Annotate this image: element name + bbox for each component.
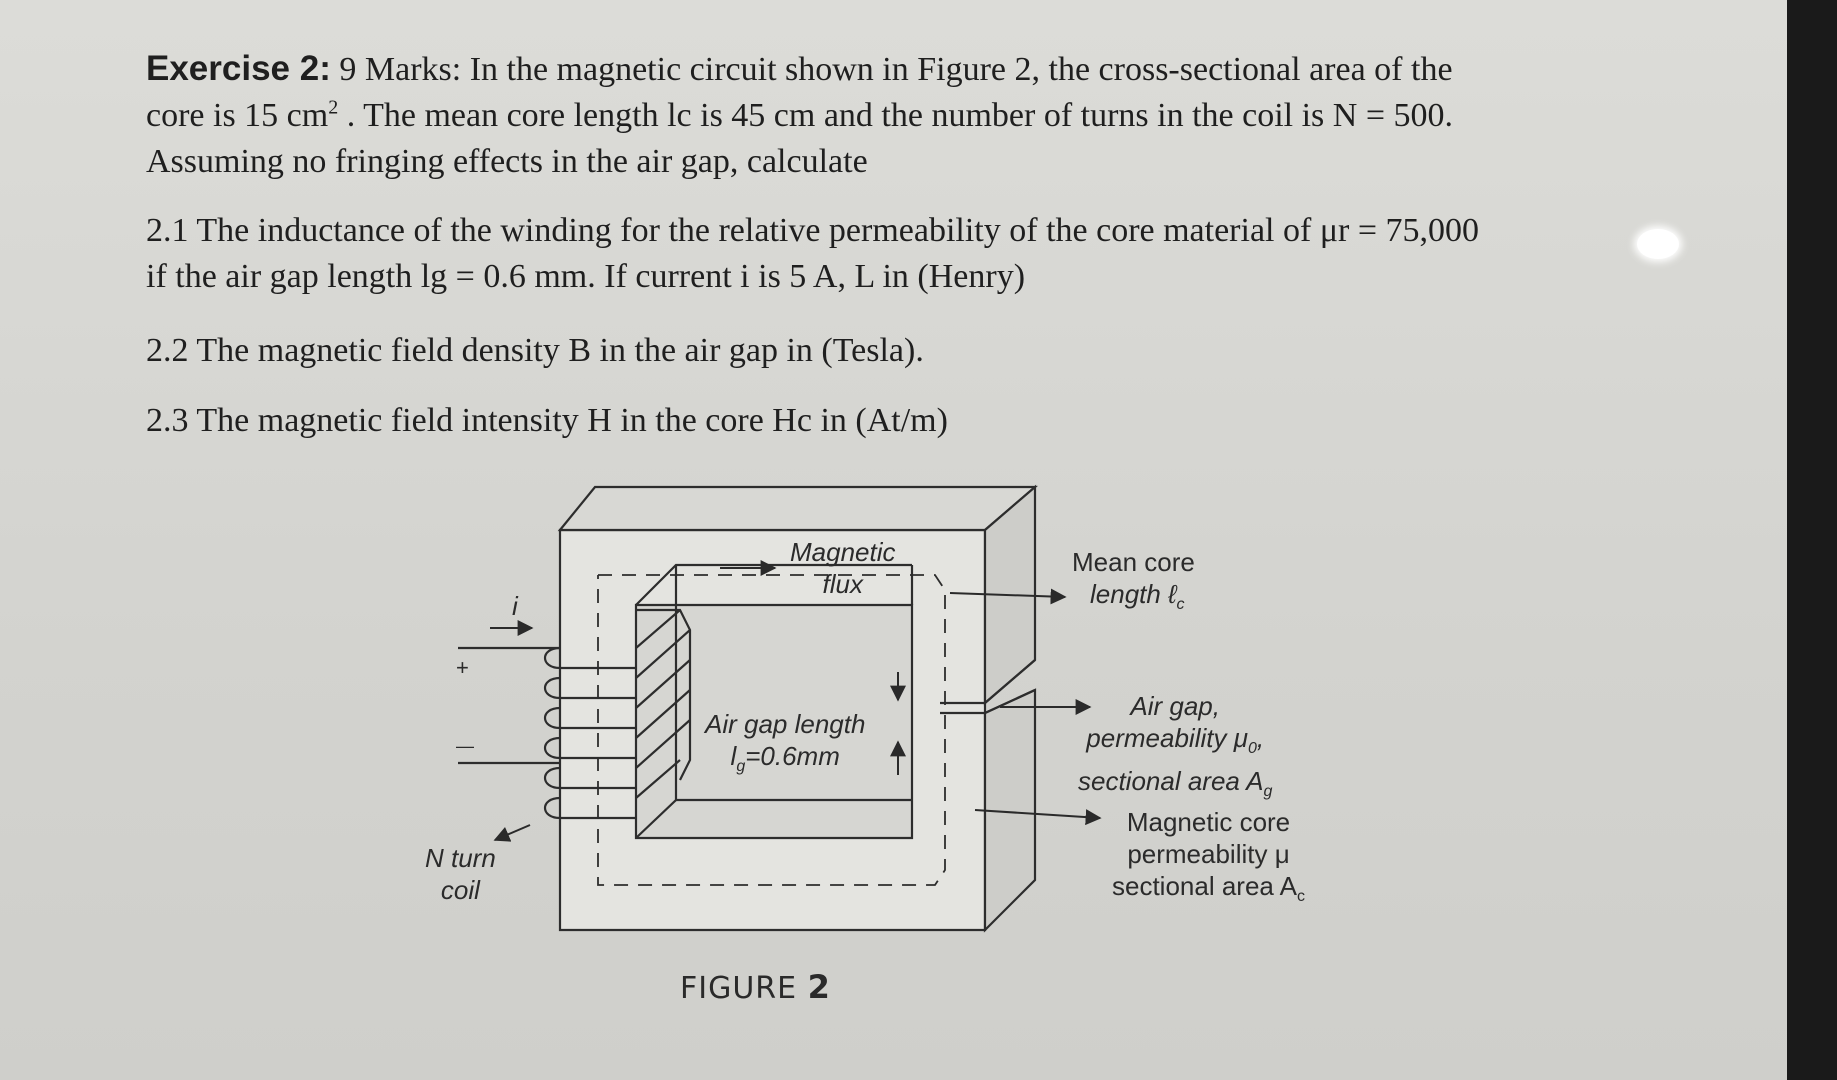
magnetic-core-area-subscript: c [1297, 888, 1306, 906]
intro-line-2a: core is 15 cm [146, 97, 329, 134]
current-label: i [512, 591, 518, 621]
air-gap-area-subscript: g [1263, 783, 1273, 801]
screen-bezel-edge [1787, 0, 1837, 1080]
figure-caption: FIGURE 2 [680, 968, 831, 1006]
air-gap-comma: , [1256, 723, 1265, 753]
exercise-title: Exercise 2: [146, 49, 331, 88]
air-gap-length-line1: Air gap length [705, 709, 866, 739]
n-turn-coil-line2: coil [440, 875, 480, 905]
mean-length-arrow [949, 588, 1067, 605]
intro-line-1-text: 9 Marks: In the magnetic circuit shown i… [330, 51, 1453, 88]
coil-arrow [493, 824, 531, 842]
air-gap-desc-line2: permeability μ0, [1078, 722, 1272, 765]
mean-core-label-line1: Mean core [1072, 547, 1195, 577]
air-gap-area-text: sectional area A [1078, 766, 1264, 797]
coil-windings [458, 608, 692, 820]
air-gap-l-symbol: l [730, 741, 737, 771]
window-left-depth [635, 565, 678, 839]
mean-core-length-subscript: c [1176, 596, 1185, 614]
mean-core-length-text: length ℓ [1090, 579, 1177, 609]
magnetic-core-line2: permeability μ [1127, 839, 1290, 869]
air-gap-l-subscript: g [736, 758, 746, 776]
exercise-intro: Exercise 2: 9 Marks: In the magnetic cir… [146, 46, 1453, 185]
air-gap-length-line2: lg=0.6mm [705, 740, 865, 783]
core-arrow [974, 809, 1102, 826]
magnetic-core-line3: sectional area Ac [1112, 870, 1305, 913]
intro-line-3: Assuming no fringing effects in the air … [146, 143, 868, 180]
magnetic-core-line1: Magnetic core [1126, 807, 1291, 837]
screen-glare [1637, 229, 1679, 259]
n-turn-coil-line1: N turn [425, 843, 496, 873]
plus-terminal-label: + [456, 655, 469, 680]
air-gap-description-label: Air gap, permeability μ0, sectional area… [1078, 690, 1272, 808]
air-gap-length-value: =0.6mm [745, 741, 840, 771]
intro-line-2b: . The mean core length lc is 45 cm and t… [338, 97, 1454, 134]
n-turn-coil-label: N turn coil [425, 842, 496, 906]
core-top-face [557, 485, 1038, 532]
question-2-2: 2.2 The magnetic field density B in the … [146, 332, 924, 369]
air-gap-lines [940, 659, 1036, 715]
magnetic-flux-label: Magnetic flux [790, 536, 896, 600]
mean-core-length-label: Mean core length ℓc [1072, 546, 1195, 621]
figure-caption-number: 2 [807, 968, 831, 1006]
magnetic-flux-label-line2: flux [822, 569, 863, 599]
question-2-1: 2.1 The inductance of the winding for th… [146, 208, 1479, 300]
squared-superscript: 2 [328, 96, 339, 119]
figure-caption-word: FIGURE [680, 971, 798, 1006]
question-2-1-line-2: if the air gap length lg = 0.6 mm. If cu… [146, 258, 1026, 295]
question-2-3: 2.3 The magnetic field intensity H in th… [146, 402, 948, 439]
question-2-1-line-1: 2.1 The inductance of the winding for th… [146, 212, 1480, 249]
magnetic-core-label: Magnetic core permeability μ sectional a… [1112, 806, 1305, 913]
air-gap-permeability-text: permeability μ [1086, 723, 1248, 753]
mean-core-label-line2: length ℓc [1072, 578, 1195, 621]
magnetic-core-area-text: sectional area A [1112, 871, 1298, 901]
air-gap-length-label: Air gap length lg=0.6mm [705, 708, 865, 783]
air-gap-desc-line3: sectional area Ag [1078, 765, 1272, 808]
intro-line-1: Exercise 2: 9 Marks: In the magnetic cir… [146, 46, 1453, 93]
core-right-face-upper [983, 484, 1037, 706]
magnetic-flux-label-line1: Magnetic [790, 537, 896, 567]
air-gap-mu-subscript: 0 [1247, 740, 1257, 758]
core-right-face-lower [983, 688, 1037, 933]
minus-terminal-label: — [456, 736, 474, 756]
air-gap-desc-line1: Air gap, [1130, 691, 1220, 721]
intro-line-2: core is 15 cm2 . The mean core length lc… [146, 93, 1453, 139]
